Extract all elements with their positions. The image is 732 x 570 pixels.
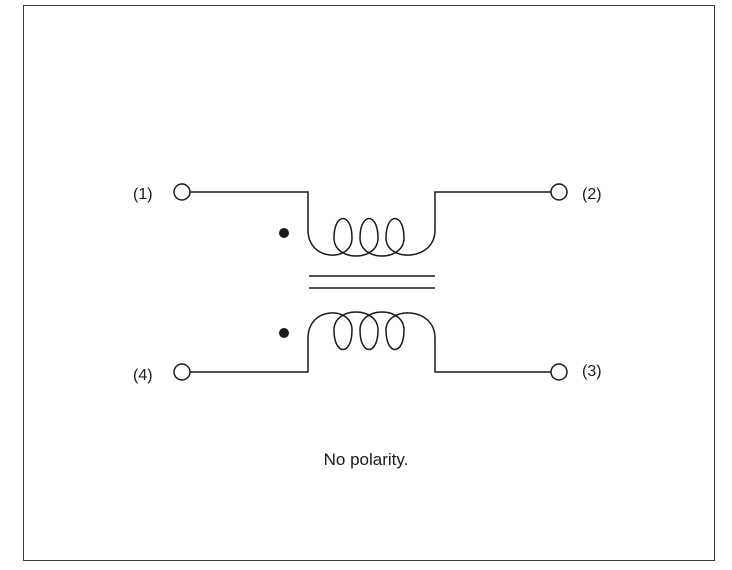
terminal-label-1: (1) — [133, 186, 153, 203]
terminal-3 — [550, 363, 568, 381]
terminal-label-2: (2) — [582, 186, 602, 203]
bottom-coil — [307, 311, 436, 351]
top-coil — [307, 217, 436, 257]
diagram-frame — [23, 5, 715, 561]
polarity-dot-top — [279, 228, 289, 238]
terminal-label-4: (4) — [133, 367, 153, 384]
bottom-winding-left-lead — [190, 338, 309, 373]
terminal-label-3: (3) — [582, 363, 602, 380]
polarity-dot-bottom — [279, 328, 289, 338]
terminal-4 — [173, 363, 191, 381]
bottom-winding-right-lead — [434, 338, 551, 373]
terminal-2 — [550, 183, 568, 201]
terminal-1 — [173, 183, 191, 201]
diagram-caption: No polarity. — [323, 450, 409, 469]
top-winding-right-lead — [434, 191, 551, 230]
top-winding-left-lead — [190, 191, 309, 230]
